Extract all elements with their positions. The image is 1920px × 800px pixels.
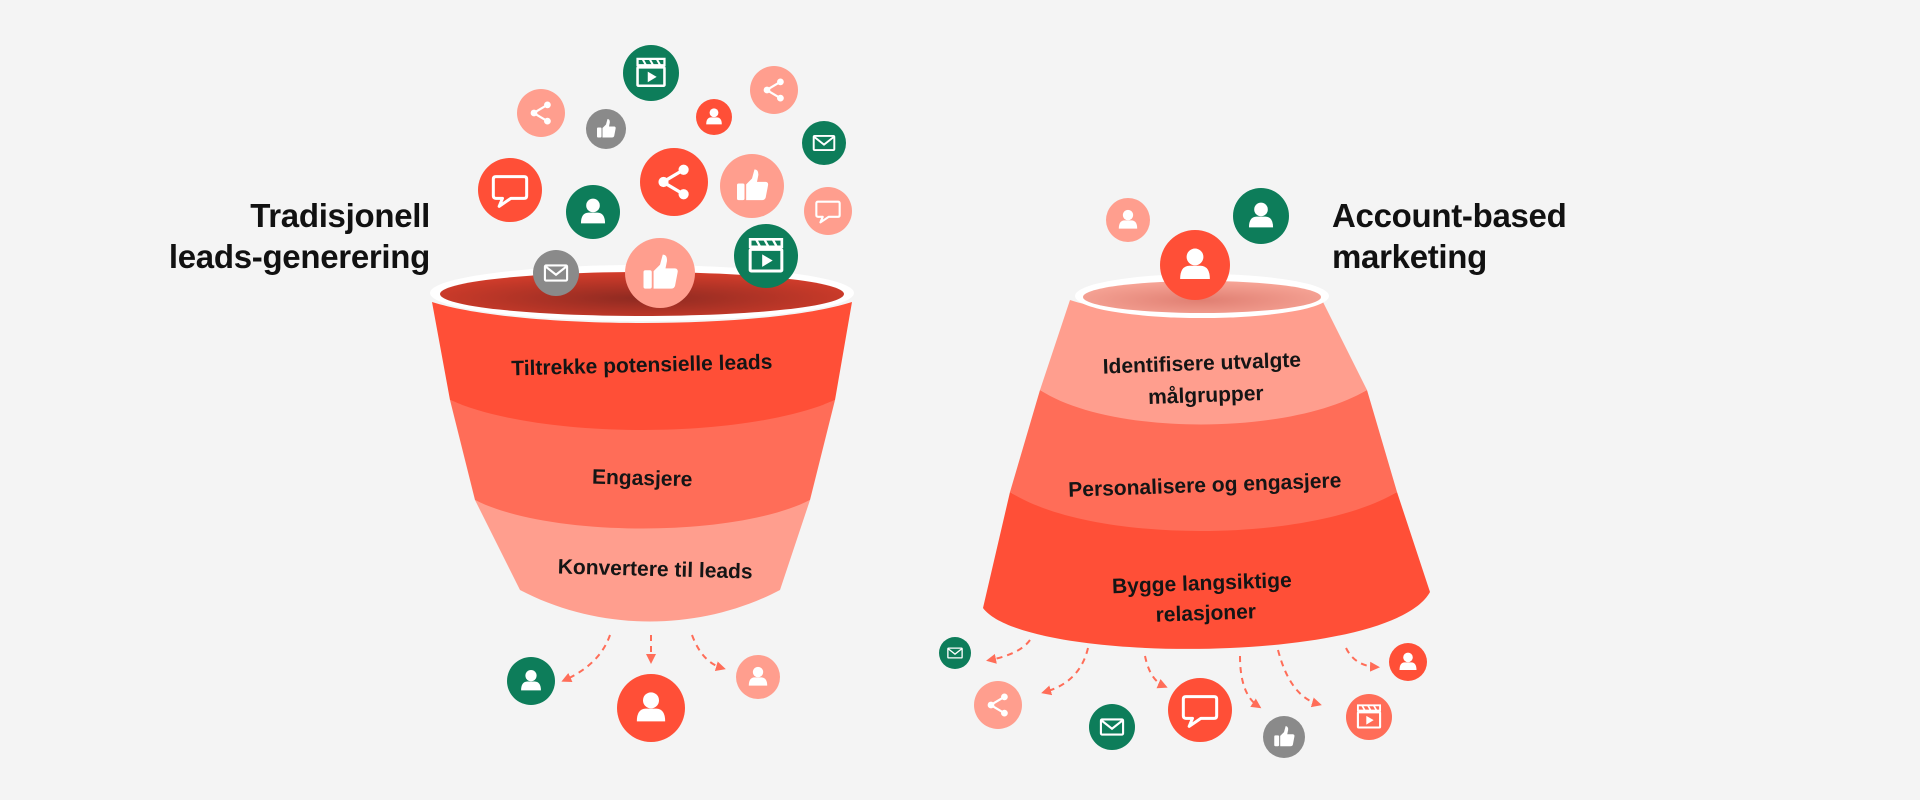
right-funnel-stage-2-shape: [1010, 390, 1397, 531]
mail-icon: [1089, 704, 1135, 750]
user-icon: [1389, 643, 1427, 681]
user-icon: [736, 655, 780, 699]
left-funnel-stage-2-label: Engasjere: [592, 466, 693, 492]
user-icon: [507, 657, 555, 705]
video-icon: [1346, 694, 1392, 740]
left-funnel-stage-1-shape: [432, 302, 852, 430]
left-funnel-output-arrows: [561, 634, 726, 683]
chat-icon: [804, 187, 852, 235]
left-funnel-output-icons: [507, 655, 780, 742]
right-funnel-title: Account-based marketing: [1332, 195, 1662, 277]
left-funnel-stage-2-line-1: Engasjere: [592, 466, 693, 492]
right-funnel-stage-3-line-2: relasjoner: [1155, 600, 1256, 626]
right-funnel-title-line-2: marketing: [1332, 238, 1488, 275]
right-funnel-output-icons: [939, 637, 1427, 758]
right-funnel-stage-3-shape: [983, 492, 1430, 649]
left-funnel-title-line-1: Tradisjonell: [250, 197, 430, 234]
user-icon: [696, 99, 732, 135]
left-funnel-stage-3-label: Konvertere til leads: [557, 555, 752, 583]
user-icon: [1160, 230, 1230, 300]
user-icon: [1106, 198, 1150, 242]
left-funnel: Tiltrekke potensielle leads Engasjere Ko…: [430, 265, 854, 622]
chat-icon: [478, 158, 542, 222]
right-funnel: Identifisere utvalgte målgrupper Persona…: [983, 274, 1430, 649]
right-funnel-stage-1-shape: [1040, 300, 1367, 425]
right-funnel-input-icons: [1106, 188, 1289, 300]
video-icon: [734, 224, 798, 288]
user-icon: [1233, 188, 1289, 244]
share-icon: [640, 148, 708, 216]
thumbs-up-icon: [1263, 716, 1305, 758]
video-icon: [623, 45, 679, 101]
right-funnel-title-line-1: Account-based: [1332, 197, 1567, 234]
right-funnel-stage-1-line-2: målgrupper: [1148, 382, 1264, 409]
left-funnel-title: Tradisjonell leads-generering: [150, 195, 430, 277]
left-funnel-stage-2-shape: [450, 400, 835, 529]
thumbs-up-icon: [625, 238, 695, 308]
right-funnel-output-arrows: [986, 639, 1380, 709]
share-icon: [517, 89, 565, 137]
thumbs-up-icon: [720, 154, 784, 218]
share-icon: [974, 681, 1022, 729]
mail-icon: [939, 637, 971, 669]
user-icon: [566, 185, 620, 239]
left-funnel-input-icons: [478, 45, 852, 308]
user-icon: [617, 674, 685, 742]
share-icon: [750, 66, 798, 114]
mail-icon: [802, 121, 846, 165]
left-funnel-stage-3-line-1: Konvertere til leads: [557, 555, 752, 583]
left-funnel-title-line-2: leads-generering: [168, 238, 430, 275]
left-funnel-stage-3-shape: [475, 500, 810, 622]
thumbs-up-icon: [586, 109, 626, 149]
mail-icon: [533, 250, 579, 296]
chat-icon: [1168, 678, 1232, 742]
